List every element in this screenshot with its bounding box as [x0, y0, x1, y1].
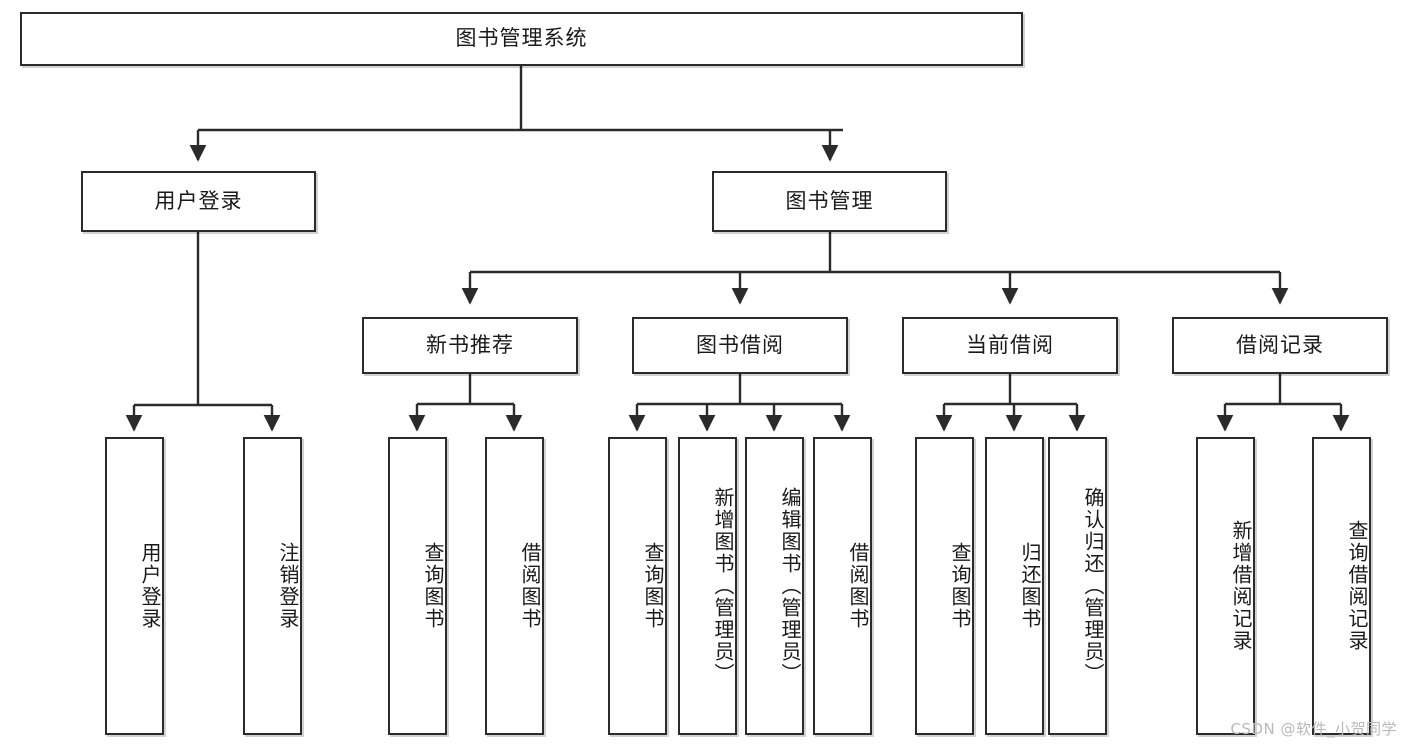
- node-label: 新书推荐: [426, 332, 514, 357]
- node-label: 编辑图书（管理员）: [778, 487, 802, 685]
- node-label: 注销登录: [276, 542, 300, 630]
- node-label: 借阅图书: [846, 542, 870, 630]
- node-current-borrow[interactable]: 当前借阅: [902, 317, 1118, 374]
- node-root-book-management-system[interactable]: 图书管理系统: [20, 12, 1023, 66]
- node-label: 当前借阅: [966, 332, 1054, 357]
- leaf-current-confirm-return-admin[interactable]: 确认归还（管理员）: [1048, 437, 1107, 735]
- leaf-borrow-query-book[interactable]: 查询图书: [608, 437, 667, 735]
- node-label: 图书管理: [785, 188, 874, 213]
- watermark-text: CSDN @软件_小贺同学: [1230, 720, 1397, 738]
- node-new-book-recommend[interactable]: 新书推荐: [362, 317, 578, 374]
- node-label: 查询借阅记录: [1345, 520, 1369, 652]
- leaf-borrow-edit-book-admin[interactable]: 编辑图书（管理员）: [745, 437, 804, 735]
- node-label: 确认归还（管理员）: [1081, 487, 1105, 685]
- node-label: 用户登录: [154, 188, 243, 213]
- node-label: 查询图书: [421, 542, 445, 630]
- node-label: 查询图书: [948, 542, 972, 630]
- node-label: 新增借阅记录: [1229, 520, 1253, 652]
- node-label: 图书管理系统: [455, 26, 588, 51]
- leaf-user-login[interactable]: 用户登录: [105, 437, 164, 735]
- node-label: 新增图书（管理员）: [711, 487, 735, 685]
- leaf-recommend-borrow-book[interactable]: 借阅图书: [485, 437, 544, 735]
- leaf-recommend-query-book[interactable]: 查询图书: [388, 437, 447, 735]
- leaf-logout-login[interactable]: 注销登录: [243, 437, 302, 735]
- node-label: 归还图书: [1018, 542, 1042, 630]
- node-label: 用户登录: [138, 542, 162, 630]
- leaf-borrow-borrow-book[interactable]: 借阅图书: [813, 437, 872, 735]
- leaf-record-query-borrow-record[interactable]: 查询借阅记录: [1312, 437, 1371, 735]
- node-label: 借阅记录: [1236, 332, 1324, 357]
- leaf-current-return-book[interactable]: 归还图书: [985, 437, 1044, 735]
- leaf-borrow-add-book-admin[interactable]: 新增图书（管理员）: [678, 437, 737, 735]
- leaf-current-query-book[interactable]: 查询图书: [915, 437, 974, 735]
- node-user-login[interactable]: 用户登录: [81, 171, 316, 232]
- node-label: 借阅图书: [518, 542, 542, 630]
- node-book-borrow[interactable]: 图书借阅: [632, 317, 848, 374]
- leaf-record-add-borrow-record[interactable]: 新增借阅记录: [1196, 437, 1255, 735]
- node-borrow-record[interactable]: 借阅记录: [1172, 317, 1388, 374]
- node-book-management[interactable]: 图书管理: [712, 171, 947, 232]
- node-label: 查询图书: [641, 542, 665, 630]
- node-label: 图书借阅: [696, 332, 784, 357]
